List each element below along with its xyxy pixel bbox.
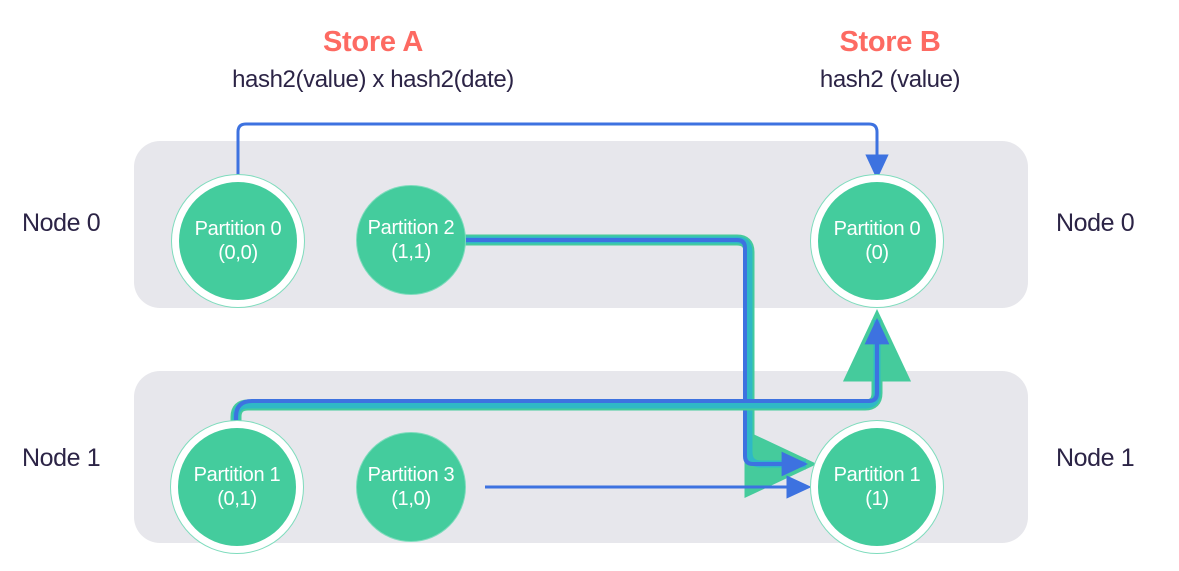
partition-name: Partition 0 — [833, 217, 921, 240]
partition-key: (1,0) — [391, 488, 431, 510]
partition-name: Partition 1 — [193, 463, 281, 486]
right-node-0-label: Node 0 — [1056, 209, 1135, 237]
partition-circle-store-b-0[interactable]: Partition 0 (0) — [818, 182, 936, 300]
partition-name: Partition 2 — [367, 216, 455, 239]
partition-name: Partition 1 — [833, 463, 921, 486]
partition-circle-store-a-0[interactable]: Partition 0 (0,0) — [179, 182, 297, 300]
partition-name: Partition 0 — [194, 217, 282, 240]
partition-circle-store-a-3[interactable]: Partition 3 (1,0) — [357, 433, 465, 541]
partition-name: Partition 3 — [367, 463, 455, 486]
partition-key: (1,1) — [391, 241, 431, 263]
partition-circle-store-b-1[interactable]: Partition 1 (1) — [818, 428, 936, 546]
partition-key: (0,0) — [218, 242, 258, 264]
store-b-title: Store B — [839, 26, 941, 58]
partition-key: (0) — [865, 242, 889, 264]
partition-key: (0,1) — [217, 488, 257, 510]
store-a-title: Store A — [323, 26, 423, 58]
partition-key: (1) — [865, 488, 889, 510]
store-a-subtitle: hash2(value) x hash2(date) — [232, 66, 514, 93]
partition-circle-store-a-2[interactable]: Partition 2 (1,1) — [357, 186, 465, 294]
partition-circle-store-a-1[interactable]: Partition 1 (0,1) — [178, 428, 296, 546]
left-node-0-label: Node 0 — [22, 209, 101, 237]
right-node-1-label: Node 1 — [1056, 444, 1135, 472]
left-node-1-label: Node 1 — [22, 444, 101, 472]
store-b-subtitle: hash2 (value) — [819, 66, 961, 93]
